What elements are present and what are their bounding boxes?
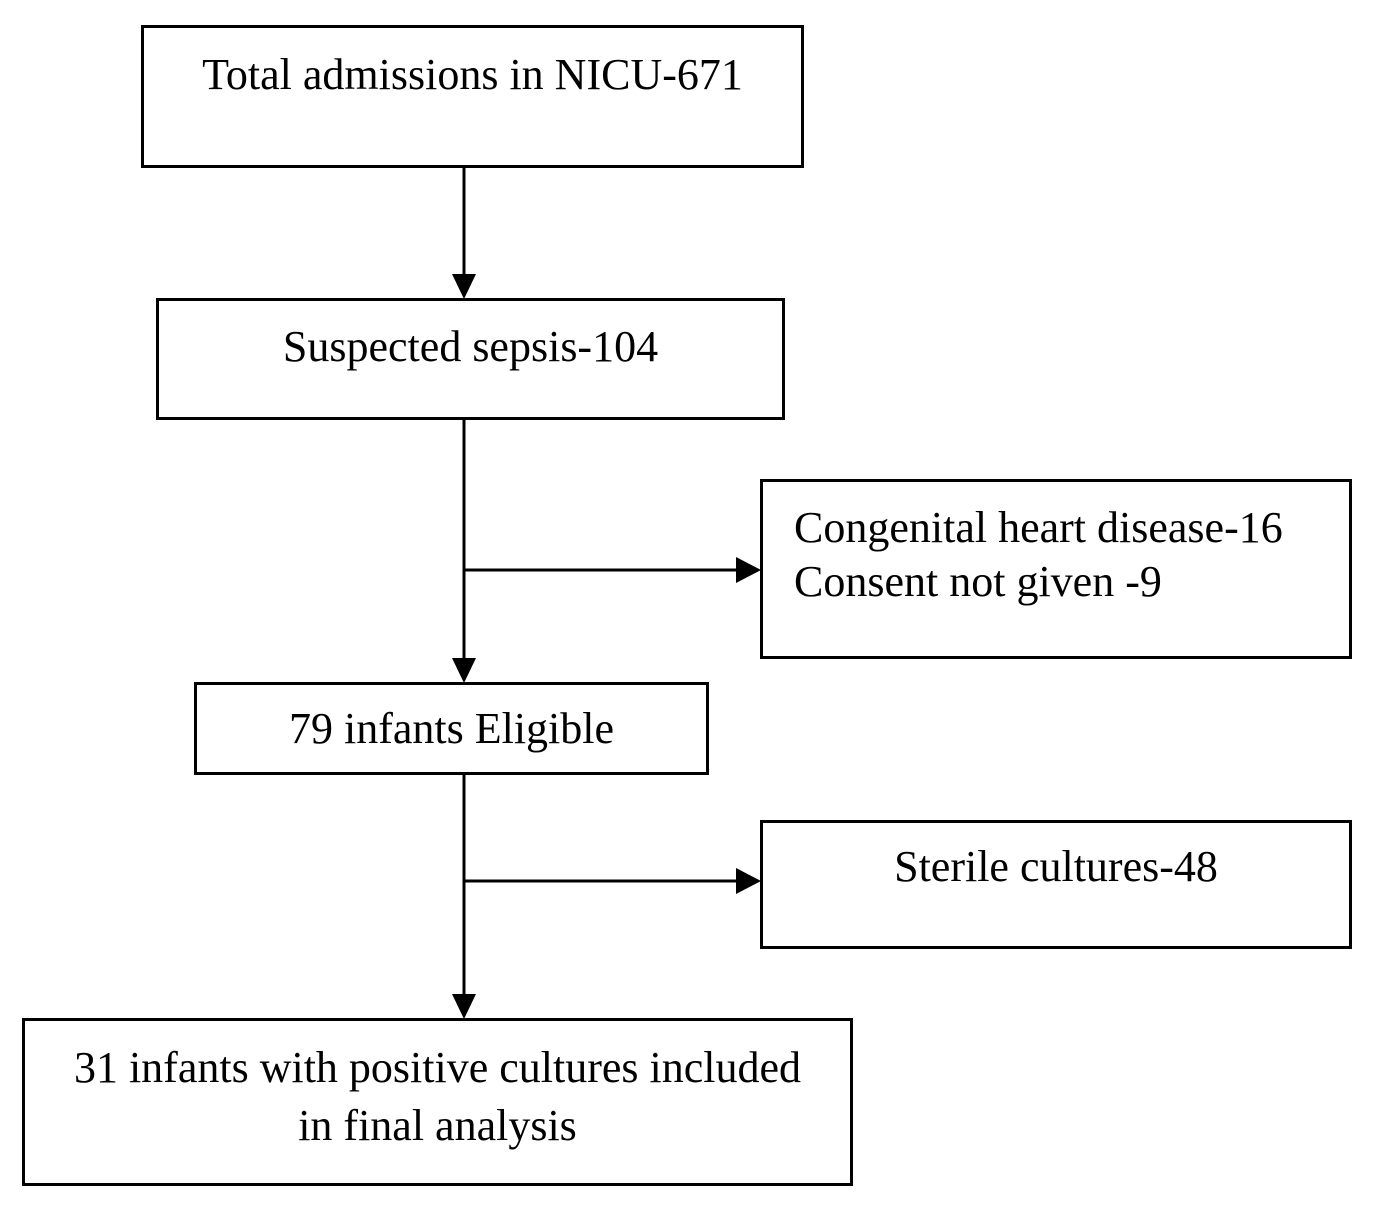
- arrowhead-to-excluded: [736, 557, 761, 583]
- final-analysis-text-line2: in final analysis: [298, 1101, 577, 1150]
- excluded-consent-text: Consent not given -9: [794, 557, 1162, 606]
- arrowhead-to-final: [452, 994, 476, 1019]
- arrowhead-to-eligible: [452, 658, 476, 683]
- sterile-cultures-text: Sterile cultures-48: [894, 842, 1218, 891]
- arrowhead-to-sterile: [736, 868, 761, 894]
- suspected-sepsis-text: Suspected sepsis-104: [282, 322, 659, 371]
- arrowhead-to-sepsis: [452, 274, 476, 299]
- box-eligible: 79 infants Eligible: [194, 682, 709, 775]
- box-sterile-cultures: Sterile cultures-48: [760, 820, 1352, 949]
- final-analysis-text-line1: 31 infants with positive cultures includ…: [73, 1043, 802, 1092]
- box-suspected-sepsis: Suspected sepsis-104: [156, 298, 785, 420]
- eligible-text: 79 infants Eligible: [288, 704, 615, 753]
- box-total-admissions: Total admissions in NICU-671: [141, 25, 804, 168]
- total-admissions-text: Total admissions in NICU-671: [202, 50, 743, 99]
- excluded-chd-text: Congenital heart disease-16: [794, 503, 1283, 552]
- box-final-analysis: 31 infants with positive cultures includ…: [22, 1018, 853, 1186]
- box-excluded: Congenital heart disease-16 Consent not …: [760, 479, 1352, 659]
